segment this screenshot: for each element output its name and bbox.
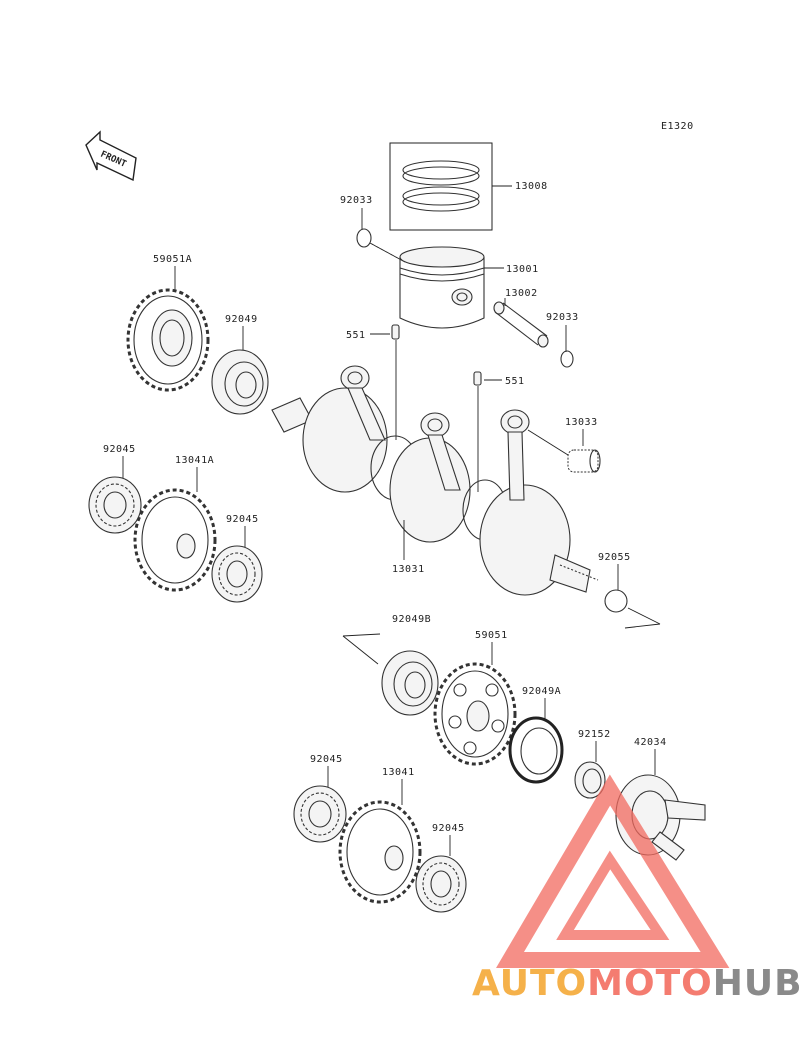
label-92045-d: 92045 bbox=[432, 823, 465, 834]
gear-13041 bbox=[338, 800, 422, 904]
label-92055: 92055 bbox=[598, 552, 631, 563]
oil-seal-92049 bbox=[211, 349, 269, 415]
label-92049B: 92049B bbox=[392, 614, 431, 625]
label-13031: 13031 bbox=[392, 564, 425, 575]
dowel-upper bbox=[391, 324, 400, 340]
label-13001: 13001 bbox=[506, 264, 539, 275]
watermark-wordmark: AUTOMOTOHUB bbox=[472, 963, 800, 1004]
o-ring-92055 bbox=[604, 589, 628, 613]
gear-59051A bbox=[126, 288, 210, 392]
label-59051: 59051 bbox=[475, 630, 508, 641]
watermark-auto: AUTO bbox=[472, 963, 588, 1004]
label-13041: 13041 bbox=[382, 767, 415, 778]
label-92045-c: 92045 bbox=[310, 754, 343, 765]
circlip-lower bbox=[560, 350, 574, 368]
label-92045-b: 92045 bbox=[226, 514, 259, 525]
dowel-lower bbox=[473, 371, 482, 386]
gear-13041A bbox=[133, 488, 217, 592]
oil-seal-92049A bbox=[508, 716, 564, 784]
ball-bearing-92045-c bbox=[293, 785, 347, 843]
piston-rings bbox=[389, 142, 512, 231]
label-92152: 92152 bbox=[578, 729, 611, 740]
ball-bearing-92045-a bbox=[88, 476, 142, 534]
label-13002: 13002 bbox=[505, 288, 538, 299]
watermark-moto: MOTO bbox=[587, 963, 713, 1004]
label-551-upper: 551 bbox=[346, 330, 366, 341]
label-42034: 42034 bbox=[634, 737, 667, 748]
watermark-logo bbox=[496, 774, 730, 968]
diagram-code: E1320 bbox=[661, 121, 694, 132]
bushing-92152 bbox=[574, 761, 606, 799]
label-59051A: 59051A bbox=[153, 254, 192, 265]
piston bbox=[399, 246, 485, 329]
label-92049A: 92049A bbox=[522, 686, 561, 697]
label-13033: 13033 bbox=[565, 417, 598, 428]
front-arrow-icon: FRONT bbox=[85, 130, 137, 182]
ball-bearing-92045-d bbox=[415, 855, 467, 913]
needle-bearing-13033 bbox=[567, 449, 601, 473]
oil-seal-92049B bbox=[381, 650, 439, 716]
piston-pin bbox=[493, 301, 549, 348]
label-551-lower: 551 bbox=[505, 376, 525, 387]
circlip-upper bbox=[356, 228, 372, 248]
label-13008: 13008 bbox=[515, 181, 548, 192]
ball-bearing-92045-b bbox=[211, 545, 263, 603]
label-13041A: 13041A bbox=[175, 455, 214, 466]
label-92033-upper: 92033 bbox=[340, 195, 373, 206]
watermark-hub: HUB bbox=[712, 963, 800, 1004]
label-92045-a: 92045 bbox=[103, 444, 136, 455]
label-92049: 92049 bbox=[225, 314, 258, 325]
crankshaft bbox=[271, 365, 599, 596]
gear-59051 bbox=[433, 662, 517, 766]
label-92033-lower: 92033 bbox=[546, 312, 579, 323]
